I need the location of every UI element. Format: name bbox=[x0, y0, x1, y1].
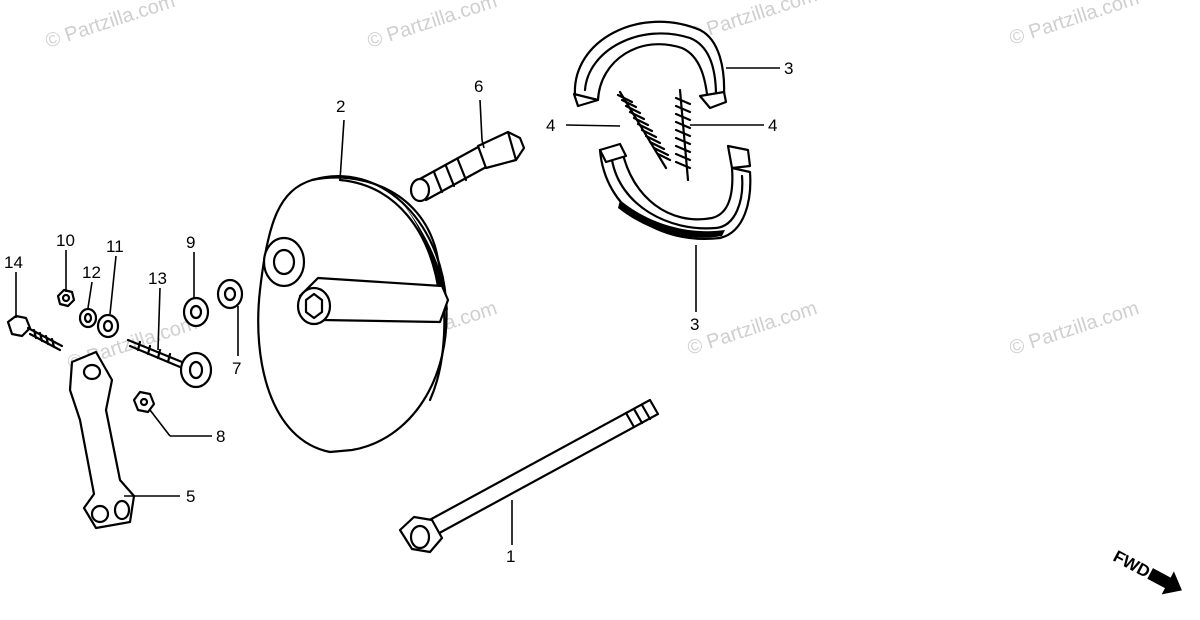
callout-3-upper: 3 bbox=[784, 59, 793, 78]
part-2-brake-panel bbox=[257, 175, 450, 454]
callout-8: 8 bbox=[216, 427, 225, 446]
watermark-1: © Partzilla.com bbox=[43, 0, 178, 53]
part-3-upper-shoe bbox=[572, 20, 728, 110]
watermark-4: © Partzilla.com bbox=[1007, 0, 1142, 50]
callout-4-right: 4 bbox=[768, 116, 777, 135]
part-1-axle bbox=[398, 398, 660, 554]
part-14-bolt bbox=[6, 314, 64, 352]
part-11-washer bbox=[96, 313, 120, 339]
callout-11: 11 bbox=[106, 237, 124, 256]
callout-3-lower: 3 bbox=[690, 315, 699, 334]
part-13-eye-bolt bbox=[126, 338, 213, 389]
callout-12: 12 bbox=[82, 263, 101, 282]
watermark-2: © Partzilla.com bbox=[365, 0, 500, 53]
watermark-7: © Partzilla.com bbox=[685, 297, 820, 360]
callout-9: 9 bbox=[186, 233, 195, 252]
part-6-cam bbox=[409, 130, 526, 203]
part-8-nut bbox=[132, 390, 156, 414]
leader-lines bbox=[15, 67, 780, 545]
callout-5: 5 bbox=[186, 487, 195, 506]
part-9-washer bbox=[182, 296, 210, 328]
callout-13: 13 bbox=[148, 269, 167, 288]
callout-10: 10 bbox=[56, 231, 75, 250]
callout-6: 6 bbox=[474, 77, 483, 96]
fwd-arrow-icon bbox=[1147, 568, 1182, 595]
callouts: 1 2 3 3 4 4 5 6 7 8 9 10 11 12 13 14 bbox=[4, 59, 793, 566]
watermark-8: © Partzilla.com bbox=[1007, 297, 1142, 360]
callout-2: 2 bbox=[336, 97, 345, 116]
callout-1: 1 bbox=[506, 547, 515, 566]
fwd-label: FWD bbox=[1110, 547, 1153, 582]
callout-4-left: 4 bbox=[546, 116, 555, 135]
callout-7: 7 bbox=[232, 359, 241, 378]
fwd-indicator: FWD bbox=[1110, 547, 1182, 595]
part-12-washer bbox=[78, 307, 98, 329]
part-10-nut bbox=[56, 288, 76, 308]
part-3-lower-shoe bbox=[598, 142, 752, 240]
part-5-brake-arm bbox=[68, 350, 136, 530]
part-7-washer bbox=[216, 278, 244, 310]
callout-14: 14 bbox=[4, 253, 23, 272]
part-4-springs bbox=[616, 88, 692, 182]
